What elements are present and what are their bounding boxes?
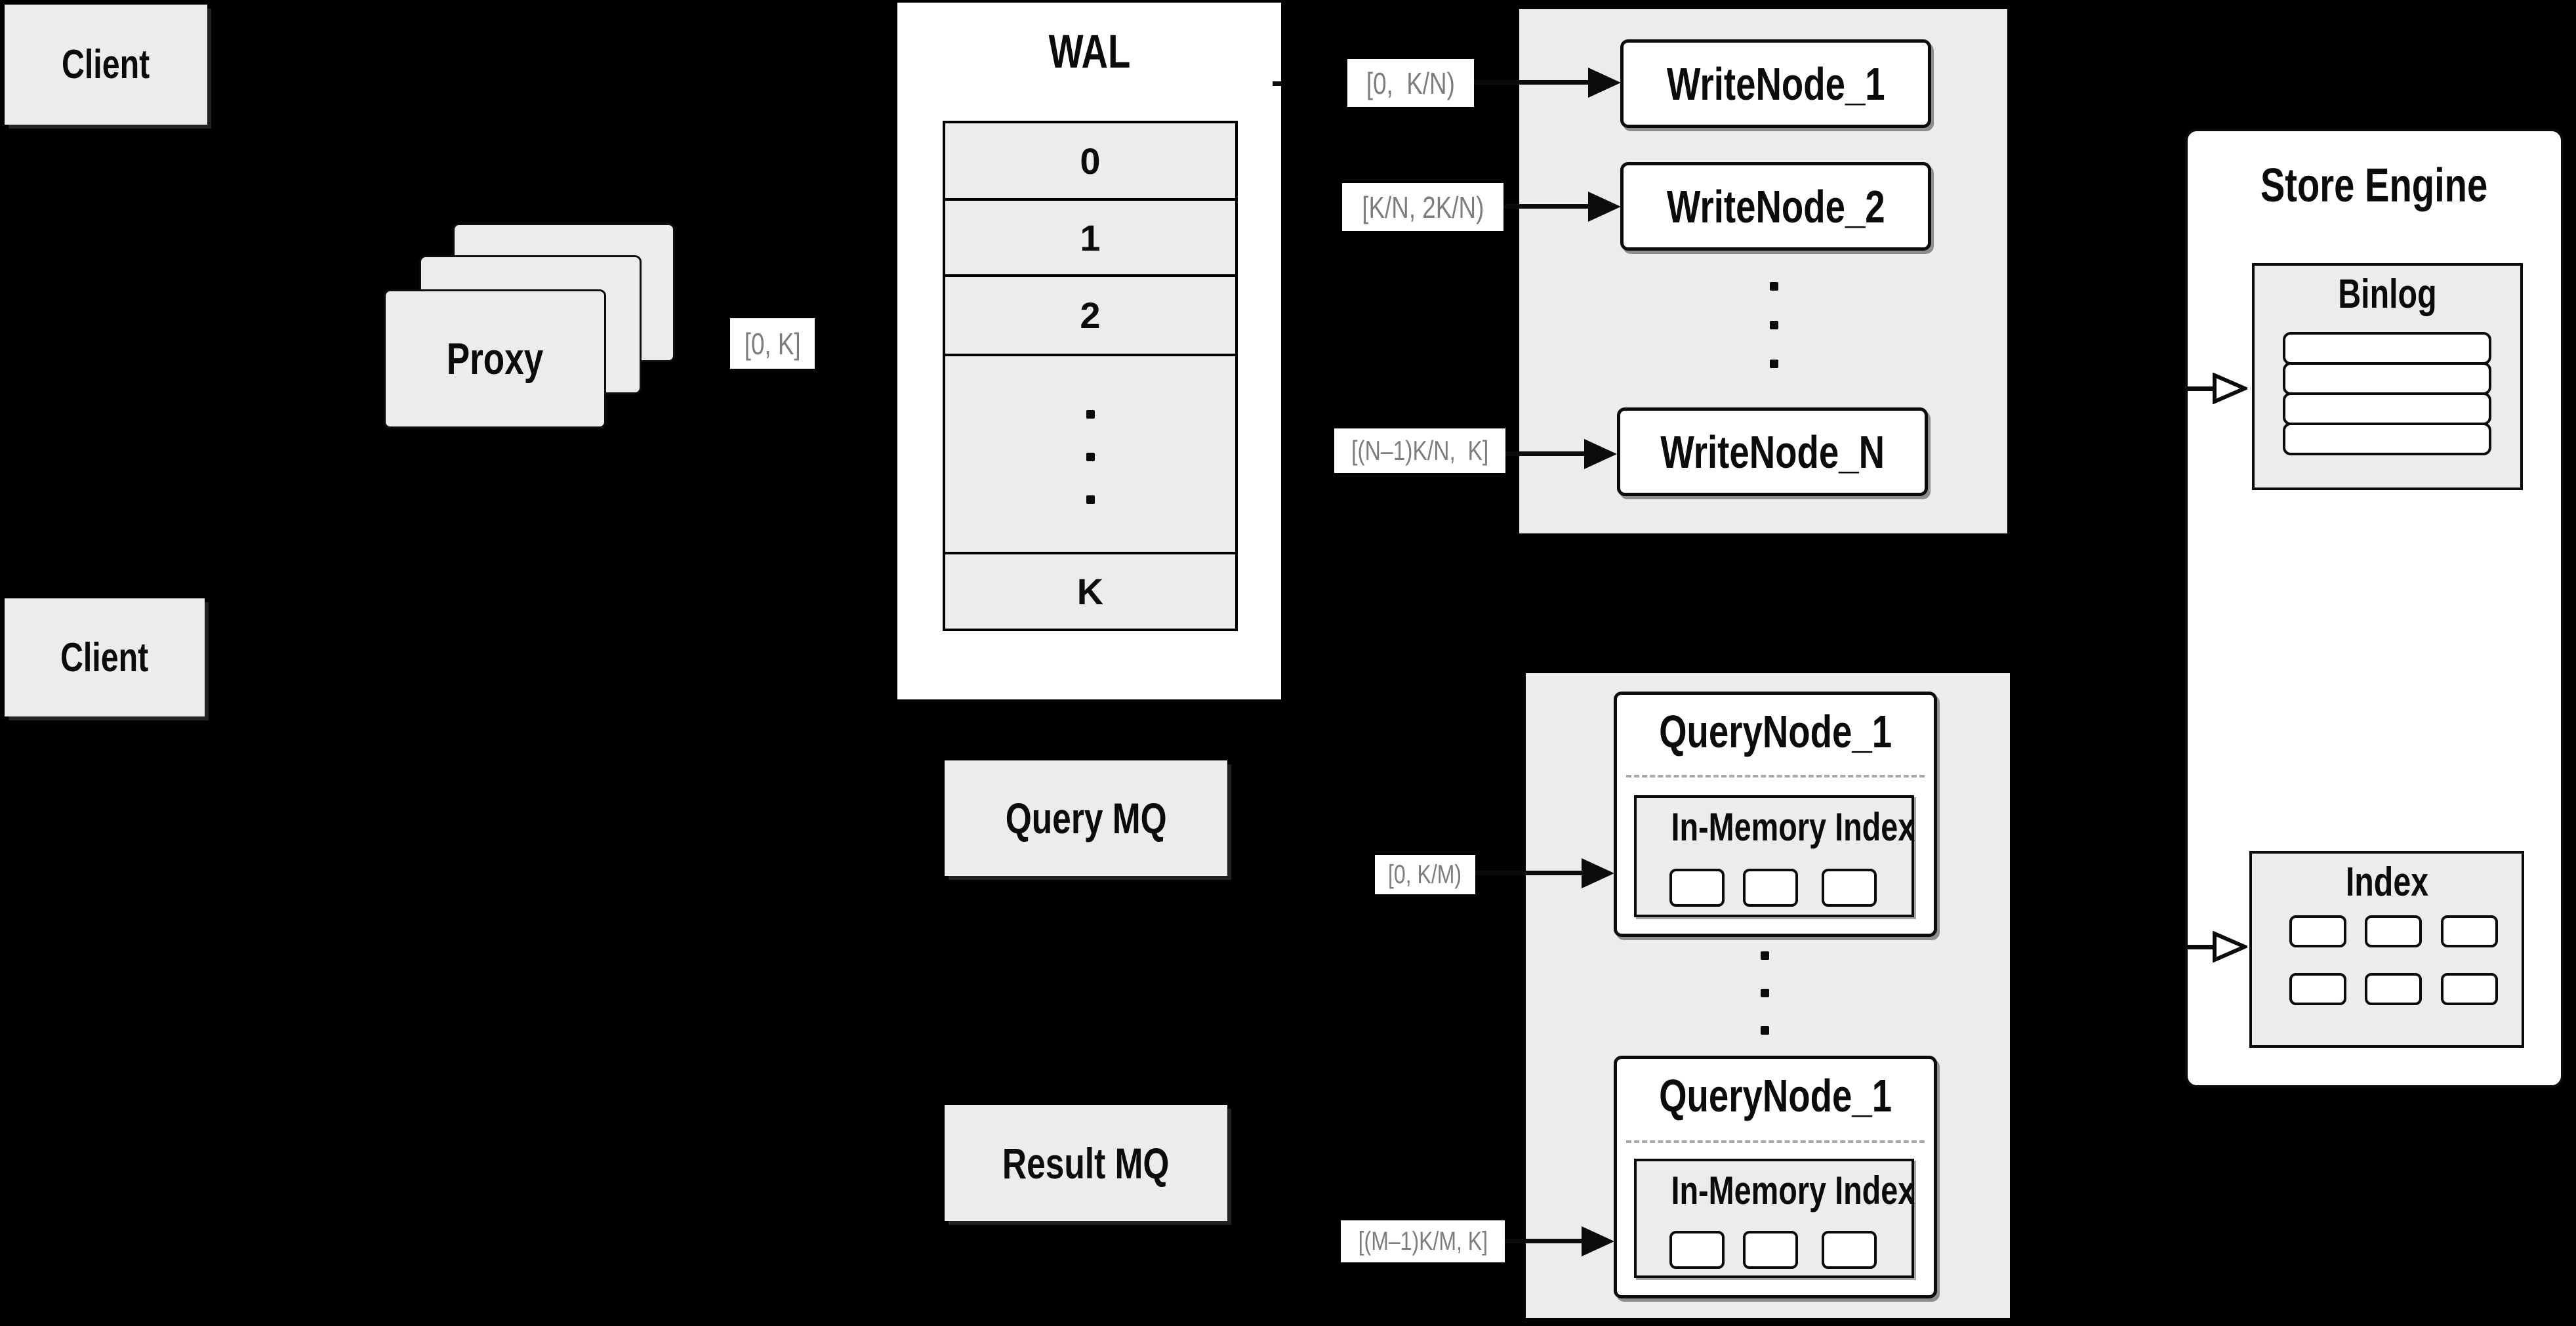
index-cell xyxy=(2441,915,2498,947)
in-memory-index-box: In-Memory Index xyxy=(1634,795,1915,917)
write-range-label: [K/N, 2K/N) xyxy=(1342,183,1503,231)
dashed-divider xyxy=(1626,775,1925,777)
arrow-line xyxy=(1505,1239,1582,1243)
proxy-range-label: [0, K] xyxy=(730,318,815,369)
index-cell xyxy=(2289,915,2346,947)
wal-segment-row: 0 xyxy=(943,121,1238,201)
binlog-row xyxy=(2283,332,2491,365)
hollow-arrowhead-icon xyxy=(2213,931,2247,963)
store-engine-box: Store Engine Binlog Index xyxy=(2185,129,2564,1088)
arrow-line xyxy=(1474,80,1588,85)
client-box-bottom: Client xyxy=(5,598,205,716)
proxy-card-front: Proxy xyxy=(384,289,606,428)
result-mq-label: Result MQ xyxy=(1002,1138,1170,1188)
ellipsis-dot xyxy=(1770,282,1778,291)
arrowhead-icon xyxy=(1588,192,1621,222)
ellipsis-dot xyxy=(1086,495,1095,504)
query-range-label: [0, K/M) xyxy=(1375,855,1475,894)
wal-segment-row-last: K xyxy=(943,552,1238,631)
client-box-top: Client xyxy=(5,5,207,125)
arrowhead-icon xyxy=(1584,439,1617,469)
arrow-line xyxy=(2185,386,2214,391)
query-node-box: QueryNode_1 In-Memory Index xyxy=(1614,692,1937,937)
wal-panel: WAL 0 1 2 K xyxy=(897,3,1282,699)
arrowhead-icon xyxy=(1582,858,1614,888)
segment-chip xyxy=(1822,1231,1877,1269)
binlog-row xyxy=(2283,392,2491,425)
index-cell xyxy=(2365,973,2422,1005)
write-range-label: [(N–1)K/N, K] xyxy=(1334,428,1505,473)
client-bottom-label: Client xyxy=(60,634,149,680)
segment-chip xyxy=(1669,869,1725,907)
segment-chip xyxy=(1743,1231,1798,1269)
query-mq-label: Query MQ xyxy=(1005,794,1167,842)
hollow-arrowhead-icon xyxy=(2213,373,2247,404)
wal-segment-row: 1 xyxy=(943,198,1238,277)
wal-ellipsis-row xyxy=(943,354,1238,554)
ellipsis-dot xyxy=(1086,453,1095,461)
proxy-label: Proxy xyxy=(446,334,544,384)
binlog-title: Binlog xyxy=(2338,272,2437,317)
write-node-box: WriteNode_N xyxy=(1617,407,1928,496)
query-node-title: QueryNode_1 xyxy=(1658,1070,1892,1121)
query-node-box: QueryNode_1 In-Memory Index xyxy=(1614,1056,1937,1298)
ellipsis-dot xyxy=(1761,989,1769,997)
client-top-label: Client xyxy=(62,42,150,87)
wal-title: WAL xyxy=(1048,26,1130,78)
arrow-line xyxy=(1505,451,1584,456)
arrowhead-icon xyxy=(1582,1226,1614,1256)
index-cell xyxy=(2289,973,2346,1005)
ellipsis-dot xyxy=(1086,410,1095,419)
wal-segment-row: 2 xyxy=(943,274,1238,356)
index-cell xyxy=(2365,915,2422,947)
in-memory-index-title: In-Memory Index xyxy=(1671,1169,1915,1212)
store-engine-title: Store Engine xyxy=(2260,159,2488,212)
write-range-label: [0, K/N) xyxy=(1347,59,1474,107)
in-memory-index-title: In-Memory Index xyxy=(1671,805,1915,849)
wal-edge-arrow-stub xyxy=(1273,81,1282,86)
query-range-label: [(M–1)K/M, K] xyxy=(1341,1220,1505,1262)
segment-chip xyxy=(1822,869,1877,907)
in-memory-index-box: In-Memory Index xyxy=(1634,1159,1915,1278)
query-node-title: QueryNode_1 xyxy=(1658,706,1892,757)
ellipsis-dot xyxy=(1761,951,1769,960)
index-box: Index xyxy=(2249,851,2524,1048)
wal-segment-table: 0 1 2 K xyxy=(943,121,1238,631)
index-title: Index xyxy=(2345,860,2428,905)
arrow-line xyxy=(1503,204,1588,209)
ellipsis-dot xyxy=(1761,1026,1769,1035)
result-mq-box: Result MQ xyxy=(945,1105,1227,1221)
arrowhead-icon xyxy=(1588,68,1621,98)
ellipsis-dot xyxy=(1770,321,1778,329)
index-cell xyxy=(2441,973,2498,1005)
write-node-box: WriteNode_1 xyxy=(1620,39,1931,128)
arrow-line xyxy=(2185,945,2214,949)
binlog-box: Binlog xyxy=(2252,263,2523,490)
segment-chip xyxy=(1743,869,1798,907)
write-node-box: WriteNode_2 xyxy=(1620,162,1931,251)
segment-chip xyxy=(1669,1231,1725,1269)
query-mq-box: Query MQ xyxy=(945,760,1227,876)
dashed-divider xyxy=(1626,1140,1925,1143)
arrow-line xyxy=(1475,871,1582,875)
ellipsis-dot xyxy=(1770,360,1778,368)
binlog-row xyxy=(2283,362,2491,395)
binlog-row xyxy=(2283,423,2491,455)
